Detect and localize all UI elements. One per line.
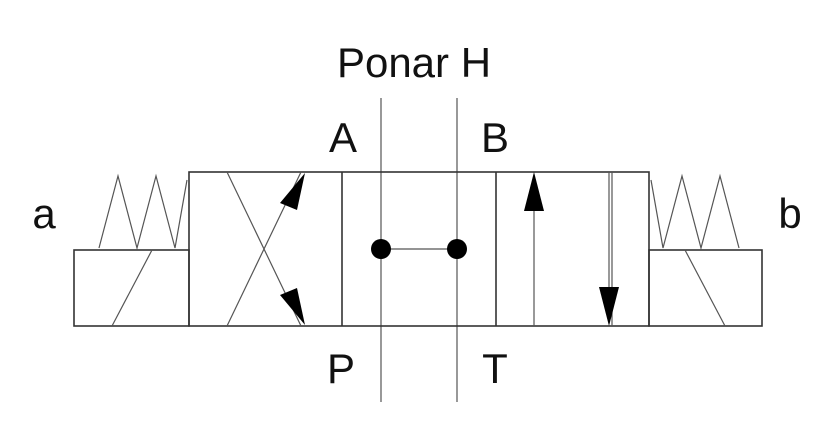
port-label-p: P: [327, 345, 355, 392]
junction-dot-left: [371, 239, 391, 259]
arrow-up-icon: [524, 172, 544, 211]
solenoid-label-left: a: [32, 190, 56, 237]
junction-dot-right: [447, 239, 467, 259]
solenoid-left-diagonal: [111, 249, 153, 327]
arrow-down-icon: [599, 287, 619, 326]
left-actuator: [73, 173, 190, 327]
solenoid-label-right: b: [778, 190, 801, 237]
solenoid-left-icon: [73, 249, 190, 327]
arrow-down-right-icon: [280, 288, 305, 325]
valve-outline: [188, 171, 650, 327]
port-label-t: T: [482, 345, 508, 392]
center-envelope-h-connection: [371, 239, 467, 259]
right-envelope-parallel-flow: [524, 172, 619, 326]
diagram-title: Ponar H: [337, 39, 491, 86]
port-label-a: A: [329, 114, 357, 161]
spring-left-icon: [98, 173, 188, 251]
arrow-up-right-icon: [280, 173, 305, 210]
right-actuator: [648, 173, 763, 327]
solenoid-right-icon: [648, 249, 763, 327]
port-label-b: B: [481, 114, 509, 161]
spring-right-icon: [650, 173, 740, 251]
solenoid-right-diagonal: [684, 249, 726, 327]
left-envelope-crossed-flow: [226, 171, 305, 327]
